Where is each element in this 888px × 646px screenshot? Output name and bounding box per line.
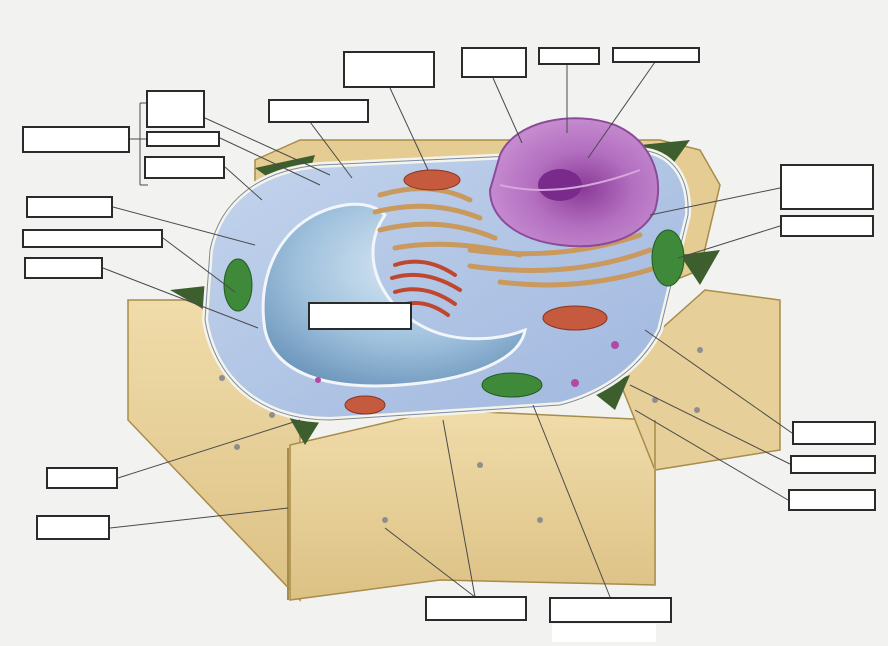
mitochondrion	[345, 396, 385, 414]
pit	[697, 347, 703, 353]
chloroplast	[224, 259, 252, 311]
pit	[694, 407, 700, 413]
nucleus	[490, 118, 658, 246]
mitochondrion	[404, 170, 460, 190]
label-box-19[interactable]	[46, 467, 118, 489]
chloroplast	[482, 373, 542, 397]
label-box-8[interactable]	[538, 47, 600, 65]
mitochondrion	[543, 306, 607, 330]
label-box-5[interactable]	[268, 99, 369, 123]
label-box-2[interactable]	[146, 131, 220, 147]
label-box-18[interactable]	[788, 489, 876, 511]
label-box-21[interactable]	[425, 596, 527, 621]
label-box-4[interactable]	[22, 126, 130, 153]
pit	[219, 375, 225, 381]
label-box-7[interactable]	[461, 47, 527, 78]
label-box-12[interactable]	[26, 196, 113, 218]
label-box-16[interactable]	[792, 421, 876, 445]
label-box-9[interactable]	[612, 47, 700, 63]
label-box-6[interactable]	[343, 51, 435, 88]
pit	[234, 444, 240, 450]
vesicle	[315, 377, 321, 383]
nucleolus	[538, 169, 582, 201]
vesicle	[611, 341, 619, 349]
label-box-22[interactable]	[549, 597, 672, 623]
label-box-23[interactable]	[552, 624, 656, 642]
pit	[537, 517, 543, 523]
label-box-17[interactable]	[790, 455, 876, 474]
label-box-1[interactable]	[146, 90, 205, 128]
label-box-13[interactable]	[22, 229, 163, 248]
pit	[477, 462, 483, 468]
label-box-20[interactable]	[36, 515, 110, 540]
label-box-14[interactable]	[24, 257, 103, 279]
label-box-15[interactable]	[308, 302, 412, 330]
label-box-11[interactable]	[780, 215, 874, 237]
label-box-10[interactable]	[780, 164, 874, 210]
label-box-3[interactable]	[144, 156, 225, 179]
pit	[269, 412, 275, 418]
vesicle	[571, 379, 579, 387]
pit	[382, 517, 388, 523]
